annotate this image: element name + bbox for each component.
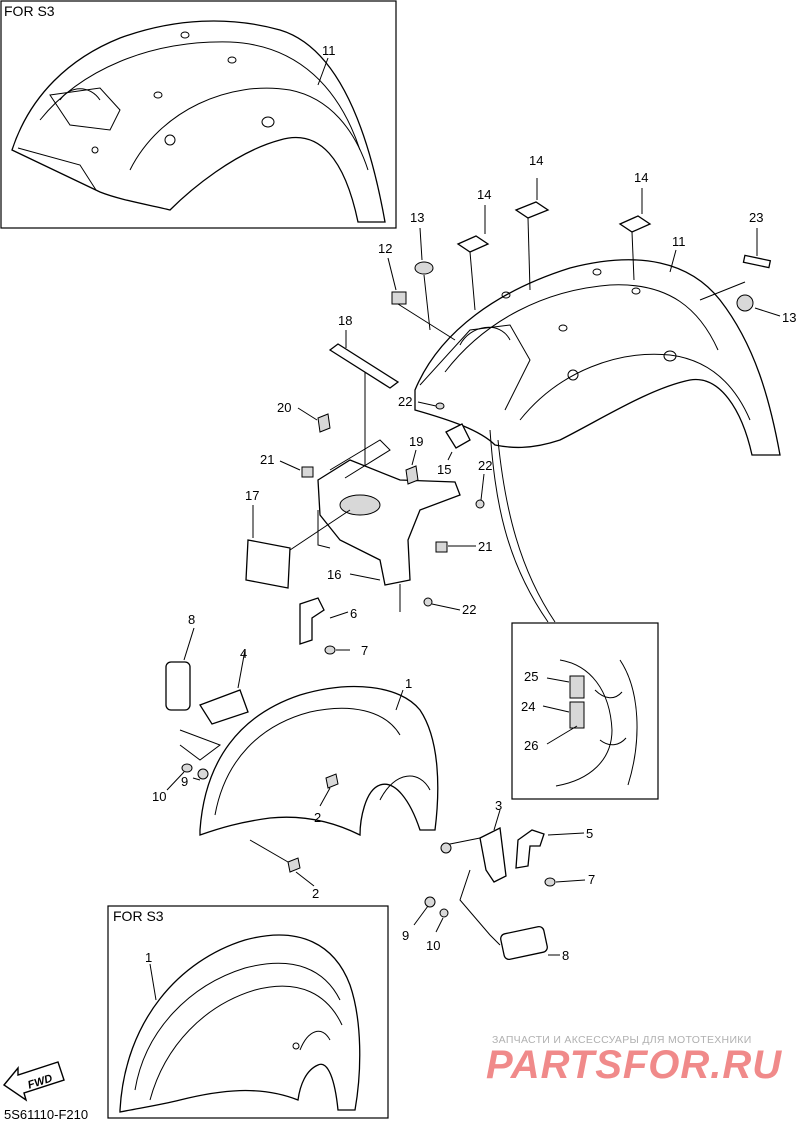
callout-2b: 2 xyxy=(312,886,319,901)
reflector-8b xyxy=(500,925,548,961)
callout-19: 19 xyxy=(409,434,423,449)
watermark-tagline: ЗАПЧАСТИ И АКСЕССУАРЫ ДЛЯ МОТОТЕХНИКИ xyxy=(492,1034,752,1046)
front-fender-assembly: 1 2 2 8 4 6 7 10 9 3 xyxy=(152,597,595,963)
label-sticker-14b xyxy=(456,235,490,253)
callout-13b: 13 xyxy=(782,310,796,325)
callout-11-inset: 11 xyxy=(322,43,336,58)
callout-7b: 7 xyxy=(588,872,595,887)
leader-11-inset xyxy=(317,57,329,86)
tape-23 xyxy=(742,254,772,269)
nut-22c xyxy=(423,597,433,607)
watermark: ЗАПЧАСТИ И АКСЕССУАРЫ ДЛЯ МОТОТЕХНИКИ PA… xyxy=(486,1034,782,1087)
callout-1: 1 xyxy=(405,676,412,691)
reflector-8a xyxy=(165,661,191,711)
callout-14b: 14 xyxy=(477,187,491,202)
pad-21b xyxy=(435,541,448,553)
plate-17 xyxy=(245,539,291,589)
callout-2a: 2 xyxy=(314,810,321,825)
callout-18: 18 xyxy=(338,313,352,328)
rear-fender-assembly: 14 14 14 13 13 23 11 12 xyxy=(378,153,796,456)
washer-10b xyxy=(439,908,449,918)
label-sticker-14c xyxy=(618,215,652,233)
callout-25: 25 xyxy=(524,669,538,684)
callout-8a: 8 xyxy=(188,612,195,627)
front-fender-s3-drawing xyxy=(119,934,361,1113)
callout-22a: 22 xyxy=(398,394,412,409)
rear-fender-s3-drawing xyxy=(11,20,386,223)
callout-5: 5 xyxy=(586,826,593,841)
callout-22b: 22 xyxy=(478,458,492,473)
callout-1-inset: 1 xyxy=(145,950,152,965)
callout-17: 17 xyxy=(245,488,259,503)
callout-21a: 21 xyxy=(260,452,274,467)
callout-20: 20 xyxy=(277,400,291,415)
reflector-stay-5 xyxy=(515,829,545,869)
pad-21a xyxy=(301,466,314,478)
reflector-stay-6 xyxy=(299,597,325,645)
callout-3: 3 xyxy=(495,798,502,813)
detail-inset-box: 25 24 26 xyxy=(511,622,659,800)
callout-8b: 8 xyxy=(562,948,569,963)
fwd-arrow-badge: FWD xyxy=(2,1061,65,1102)
license-bracket-16 xyxy=(317,459,461,586)
callout-21b: 21 xyxy=(478,539,492,554)
inset-box-rear-fender: FOR S3 11 xyxy=(0,0,397,229)
callout-9a: 9 xyxy=(181,774,188,789)
callout-24: 24 xyxy=(521,699,535,714)
callout-16: 16 xyxy=(327,567,341,582)
watermark-brand-logo: PARTSFOR.RU xyxy=(486,1043,782,1087)
callout-13a: 13 xyxy=(410,210,424,225)
callout-4: 4 xyxy=(240,646,247,661)
callout-10a: 10 xyxy=(152,789,166,804)
callout-14c: 14 xyxy=(634,170,648,185)
grommet-13b xyxy=(736,294,754,312)
license-bracket-assembly: 18 16 17 20 21 21 19 15 xyxy=(245,313,556,623)
nut-7b xyxy=(544,877,556,887)
inset-label-top: FOR S3 xyxy=(4,3,55,19)
nut-9a xyxy=(197,768,209,780)
washer-10a xyxy=(181,763,193,773)
nut-7a xyxy=(324,645,336,655)
callout-10b: 10 xyxy=(426,938,440,953)
callout-26: 26 xyxy=(524,738,538,753)
callout-9b: 9 xyxy=(402,928,409,943)
bracket-3 xyxy=(479,827,507,883)
plate-18 xyxy=(328,343,400,389)
diagram-code: 5S61110-F210 xyxy=(4,1107,88,1122)
nut-22a xyxy=(435,402,445,410)
tape-25 xyxy=(569,675,585,699)
bolt-2a xyxy=(325,773,339,789)
bracket-15 xyxy=(445,423,471,449)
bolt-2b xyxy=(287,857,301,873)
grommet-13a xyxy=(414,261,434,275)
front-fender xyxy=(199,686,439,837)
callout-14a: 14 xyxy=(529,153,543,168)
rear-fender xyxy=(414,259,781,456)
nut-9b xyxy=(424,896,436,908)
callout-22c: 22 xyxy=(462,602,476,617)
nut-22b xyxy=(475,499,485,509)
clip-19 xyxy=(405,465,419,485)
callout-11: 11 xyxy=(672,234,686,249)
callout-12: 12 xyxy=(378,241,392,256)
callout-6: 6 xyxy=(350,606,357,621)
inset-label-bottom: FOR S3 xyxy=(113,908,164,924)
inset-box-front-fender: FOR S3 1 xyxy=(107,905,389,1119)
callout-15: 15 xyxy=(437,462,451,477)
label-sticker-14a xyxy=(514,201,550,219)
clip-20 xyxy=(317,413,331,433)
callout-23: 23 xyxy=(749,210,763,225)
tape-24 xyxy=(569,701,585,729)
bracket-4 xyxy=(199,689,249,725)
callout-7a: 7 xyxy=(361,643,368,658)
connector-12 xyxy=(391,291,407,305)
